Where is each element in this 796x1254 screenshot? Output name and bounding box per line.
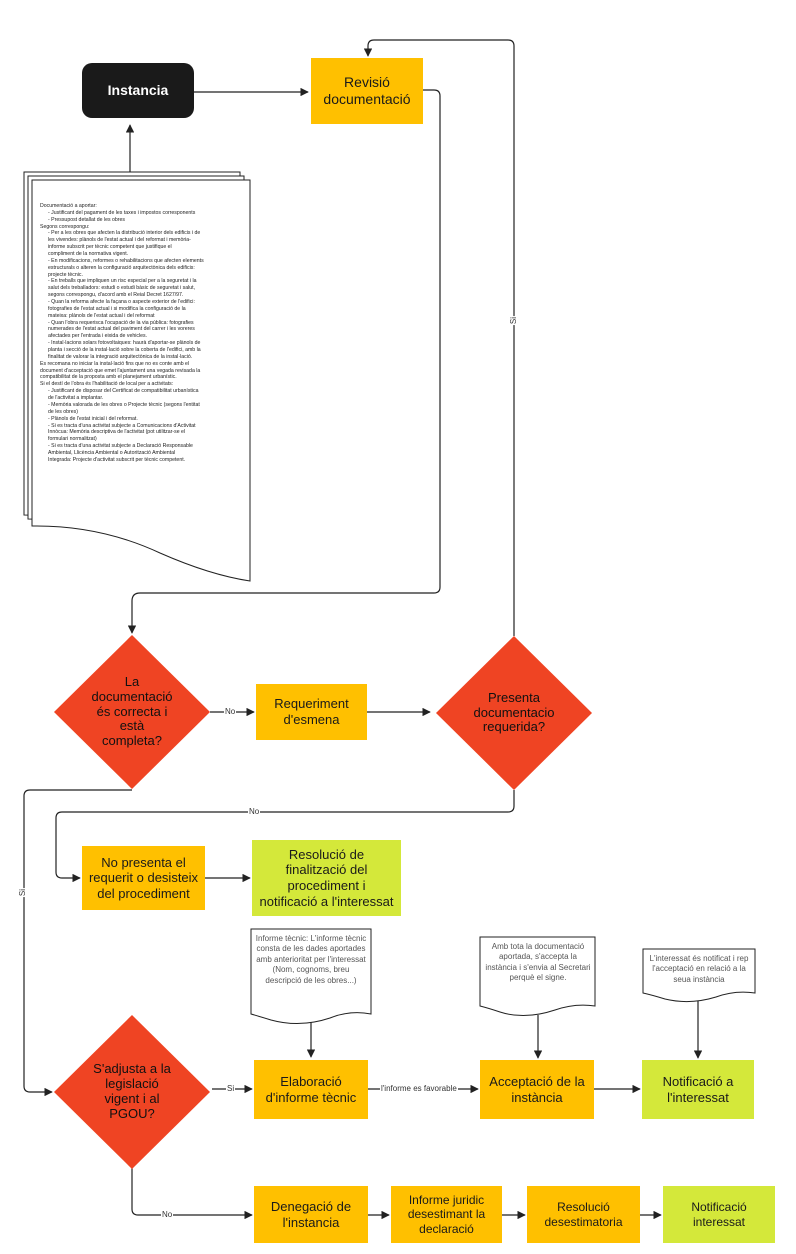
documentation-line: - Per a les obres que afecten la distrib… [48, 230, 201, 237]
documentation-line: projecte tècnic. [48, 271, 83, 278]
documentation-line: estructurals o alteren la configuració a… [48, 264, 195, 271]
documentation-line: - Quan la reforma afecte la façana o asp… [48, 299, 195, 306]
documentation-line: - Plànols de l'estat inicial i del refor… [48, 415, 138, 422]
documentation-line: segons correspongu, d'acord amb el Reial… [48, 292, 184, 299]
documentation-line: Si el destí de l'obra és l'habilitació d… [40, 381, 174, 388]
documentation-line: Segons correspongu: [40, 223, 90, 230]
documentation-document-shape [23, 171, 251, 582]
documentation-line: Es recomana no iniciar la instal·lació f… [40, 360, 190, 367]
documentation-line: - Justificant de disposar del Certificat… [48, 388, 199, 395]
documentation-line: - Instal·lacions solars fotovoltaiques: … [48, 340, 201, 347]
documentation-line: afectades per l'entrada i eixida de vehi… [48, 333, 148, 340]
revisio-documentacio-node[interactable]: Revisió documentació [311, 58, 423, 124]
documentation-line: - Memòria valorada de les obres o Projec… [48, 401, 200, 408]
no-presenta-node[interactable]: No presenta el requerit o desisteix del … [82, 846, 205, 910]
notificacio-final-node[interactable]: Notificació interessat [663, 1186, 775, 1243]
documentation-line: compliment de la normativa vigent. [48, 251, 129, 258]
requeriment-esmena-node[interactable]: Requeriment d'esmena [256, 684, 367, 740]
decision-sadjusta-legislacio-label: S'adjusta a la legislació vigent i al PG… [93, 1061, 171, 1121]
documentation-line: - Si es tracta d'una activitat subjecte … [48, 443, 193, 450]
documentation-line: mateixa: plànols de l'estat actual i del… [48, 312, 155, 319]
documentation-line: les vivendes: plànols de l'estat actual … [48, 237, 191, 244]
documentation-line: - En modificacions, reformes o rehabilit… [48, 257, 204, 264]
decision-presenta-documentacio[interactable]: Presenta documentacio requerida? [436, 636, 592, 790]
documentation-line: compatibilitat de la proposta amb el pla… [40, 374, 177, 381]
edge-label-no-denegacio: No [161, 1210, 174, 1219]
documentation-line: planta i secció de la instal·lació sobre… [48, 347, 201, 354]
decision-documentacio-correcta-label: La documentació és correcta i està compl… [91, 673, 173, 749]
documentation-line: - En treballs que impliquen un risc espe… [48, 278, 197, 285]
documentation-line: - Si es tracta d'una activitat subjecte … [48, 422, 196, 429]
edge-label-no-desisteix: No [248, 807, 261, 816]
note-informe-tecnic: Informe tècnic: L'informe tècnic consta … [255, 934, 367, 985]
elaboracio-informe-node[interactable]: Elaboració d'informe tècnic [254, 1060, 368, 1119]
edge-label-si-elaboracio: Si [226, 1084, 236, 1093]
documentation-line: document d'acceptació que emet l'ajuntam… [40, 367, 201, 374]
documentation-line: finalitat de valorar la integració arqui… [48, 353, 193, 360]
note-amb-tota-documentacio: Amb tota la documentació aportada, s'acc… [485, 942, 591, 983]
denegacio-instancia-node[interactable]: Denegació de l'instancia [254, 1186, 368, 1243]
edge-label-si-retorn: Si [509, 315, 519, 326]
note-informe-tecnic-shape [250, 928, 372, 1024]
note-interessat-notificat: L'interessat és notificat i rep l'accept… [649, 954, 749, 984]
documentation-requirements-list: Documentació a aportar:- Justificant del… [40, 203, 250, 464]
documentation-line: de les obres) [48, 408, 78, 415]
decision-diamond-shape-1 [54, 635, 210, 789]
notificacio-interessat-node[interactable]: Notificació a l'interessat [642, 1060, 754, 1119]
documentation-line: salut dels treballadors: estudi o estudi… [48, 285, 196, 292]
resolucio-finalitzacio-node[interactable]: Resolució de finalització del procedimen… [252, 840, 401, 916]
documentation-line: - Quan l'obra requerisca l'ocupació de l… [48, 319, 194, 326]
documentation-line: Ambiental, Llicència Ambiental o Autorit… [48, 449, 176, 456]
edge-label-informe-favorable: l'informe es favorable [380, 1084, 458, 1093]
note-amb-tota-shape [479, 936, 596, 1016]
documentation-line: Innòcua: Memòria descriptiva de l'activi… [48, 429, 186, 436]
documentation-line: numerades de l'estat actual del paviment… [48, 326, 195, 333]
documentation-line: de l'activitat a implantar. [48, 395, 104, 402]
decision-sadjusta-legislacio[interactable]: S'adjusta a la legislació vigent i al PG… [54, 1015, 210, 1169]
documentation-line: fotografies de l'estat actual i si modif… [48, 305, 186, 312]
edge-label-no-requeriment: No [224, 707, 237, 716]
edge-label-si-legislacio: Si [18, 887, 28, 898]
note-interessat-shape [642, 948, 756, 1003]
decision-diamond-shape-2 [436, 636, 592, 790]
decision-diamond-shape-3 [54, 1015, 210, 1169]
documentation-line: Documentació a aportar: [40, 203, 97, 209]
acceptacio-instancia-node[interactable]: Acceptació de la instància [480, 1060, 594, 1119]
resolucio-desestimatoria-node[interactable]: Resolució desestimatoria [527, 1186, 640, 1243]
decision-presenta-documentacio-label: Presenta documentacio requerida? [473, 689, 555, 735]
documentation-line: informe subscrit per tècnic competent qu… [48, 244, 172, 251]
decision-documentacio-correcta[interactable]: La documentació és correcta i està compl… [54, 635, 210, 789]
documentation-line: Integrada: Projecte d'activitat subscrit… [48, 456, 186, 463]
documentation-line: - Justificant del pagament de les taxes … [48, 209, 196, 216]
documentation-line: - Pressupost detallat de les obres [48, 216, 125, 223]
documentation-line: formulari normalitzat) [48, 436, 97, 443]
informe-juridic-node[interactable]: Informe juridic desestimant la declaraci… [391, 1186, 502, 1243]
instancia-start-node[interactable]: Instancia [82, 63, 194, 118]
